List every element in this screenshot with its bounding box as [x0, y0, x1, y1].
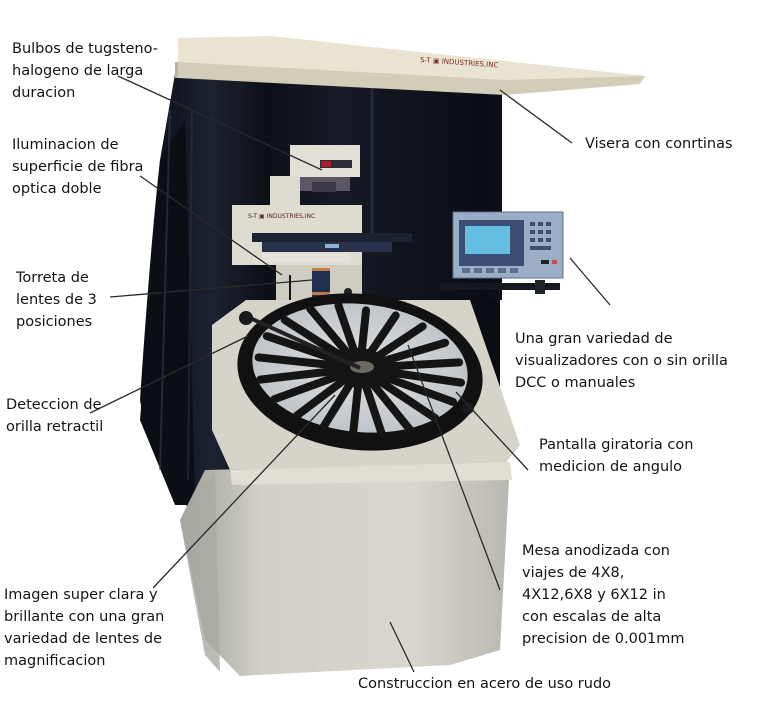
label-edge-detection: Deteccion de orilla retractil	[6, 397, 104, 435]
label-rotary-screen: Pantalla giratoria con medicion de angul…	[539, 437, 694, 475]
leader-visor	[499, 89, 573, 144]
head-brand-text: S-T ▣ INDUSTRIES,INC	[248, 213, 315, 220]
label-construction: Construccion en acero de uso rudo	[358, 676, 612, 692]
leader-displays	[569, 257, 611, 306]
leader-bulbs	[117, 75, 323, 171]
leader-table	[407, 344, 501, 591]
leader-lines	[89, 75, 611, 673]
label-turret: Torreta de lentes de 3 posiciones	[16, 270, 97, 330]
leader-edge-detection	[89, 335, 249, 414]
leader-image	[152, 394, 336, 589]
leader-turret	[109, 279, 313, 298]
lamp-housing	[290, 145, 360, 192]
label-displays: Una gran variedad de visualizadores con …	[515, 331, 728, 391]
leader-illumination	[139, 175, 283, 276]
visor-hood: S-T ▣ INDUSTRIES,INC	[175, 36, 645, 95]
optical-head: S-T ▣ INDUSTRIES,INC	[232, 176, 412, 300]
label-image: Imagen super clara y brillante con una g…	[4, 587, 165, 669]
label-table: Mesa anodizada con viajes de 4X8, 4X12,6…	[522, 543, 685, 647]
leader-rotary-screen	[455, 391, 529, 471]
digital-readout-display	[440, 211, 564, 294]
label-bulbs: Bulbos de tugsteno- halogeno de larga du…	[12, 41, 158, 101]
rotary-screen	[237, 293, 483, 451]
leader-construction	[389, 621, 415, 673]
label-visor: Visera con conrtinas	[585, 136, 733, 152]
label-illumination: Iluminacion de superficie de fibra optic…	[12, 137, 144, 197]
